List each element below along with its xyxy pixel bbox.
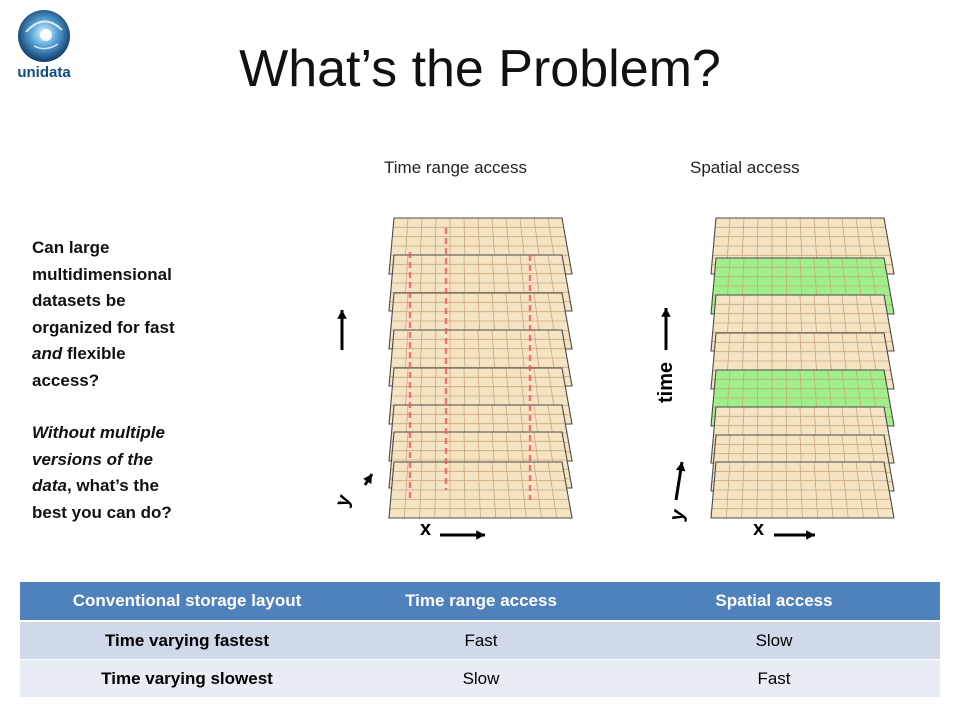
table-row: Time varying fastest Fast Slow — [20, 620, 940, 660]
table-row-header: Time varying slowest — [20, 659, 354, 697]
layer-edge — [710, 332, 895, 390]
layer-stack-diagrams: time x y time x y — [331, 217, 895, 540]
emphasis-text: versions of the — [32, 449, 153, 469]
spatial-layer — [710, 461, 895, 519]
right-time-axis-label: time — [655, 362, 677, 403]
layer-edge — [710, 406, 895, 464]
question-line: access? — [32, 370, 100, 390]
left-x-arrow — [440, 530, 485, 540]
layer-edge — [710, 461, 895, 519]
left-y-axis-label: y — [331, 491, 356, 510]
table-cell: Fast — [354, 620, 608, 660]
left-y-arrow — [363, 473, 374, 486]
followup-line: best you can do? — [32, 502, 172, 522]
question-line: organized for fast — [32, 317, 175, 337]
time-series-markers — [408, 228, 532, 500]
table-row: Time varying slowest Slow Fast — [20, 659, 940, 697]
layer-edge — [388, 292, 573, 350]
followup-line: Without multiple — [32, 420, 217, 447]
table-header: Conventional storage layout — [20, 582, 354, 622]
table-header: Time range access — [354, 582, 608, 622]
table-header-row: Conventional storage layout Time range a… — [20, 582, 940, 622]
spatial-caption: Spatial access — [690, 158, 800, 177]
followup-line: versions of the — [32, 447, 217, 474]
time-range-caption: Time range access — [384, 158, 527, 177]
right-y-arrow — [674, 461, 686, 501]
question-line: and flexible — [32, 341, 217, 368]
table-cell: Slow — [608, 620, 940, 660]
layer-edge — [388, 329, 573, 387]
layer-edge — [710, 369, 895, 427]
layer-edge — [388, 254, 573, 312]
right-time-arrow — [661, 308, 671, 350]
layer-edge — [388, 404, 573, 462]
spatial-stack — [710, 217, 895, 519]
followup-line: data, what’s the — [32, 473, 217, 500]
axis-arrows — [337, 308, 815, 540]
logo-wordmark: unidata — [17, 64, 71, 81]
left-x-axis-label: x — [420, 518, 431, 540]
layer-edge — [710, 257, 895, 315]
layer-edge — [388, 217, 573, 275]
layer-edge — [388, 461, 573, 519]
table-header: Spatial access — [608, 582, 940, 622]
left-time-arrow — [337, 310, 347, 350]
emphasis-text: Without multiple — [32, 423, 165, 442]
layer-edge — [388, 431, 573, 489]
storage-layout-table: Conventional storage layout Time range a… — [20, 582, 940, 697]
time-layer — [388, 461, 573, 519]
layer-edge — [710, 434, 895, 492]
followup-text: , what’s the — [66, 476, 159, 495]
layer-edge — [388, 367, 573, 425]
question-line: datasets be — [32, 291, 126, 310]
question-text: flexible — [62, 344, 126, 363]
right-x-axis-label: x — [753, 518, 764, 540]
question-line: Can large — [32, 238, 110, 257]
slide-title: What’s the Problem? — [239, 40, 721, 98]
emphasis-text: and — [32, 344, 63, 363]
table-row-header: Time varying fastest — [20, 620, 354, 660]
emphasis-text: data — [32, 476, 67, 495]
sidebar-question: Can large multidimensional datasets be o… — [32, 235, 217, 526]
time-range-stack — [388, 217, 573, 519]
table-cell: Slow — [354, 659, 608, 697]
table-cell: Fast — [608, 659, 940, 697]
unidata-logo: unidata — [17, 10, 71, 81]
layer-edge — [710, 217, 895, 275]
right-x-arrow — [774, 530, 815, 540]
right-y-axis-label: y — [666, 506, 690, 523]
layer-edge — [710, 294, 895, 352]
question-line: multidimensional — [32, 264, 172, 284]
